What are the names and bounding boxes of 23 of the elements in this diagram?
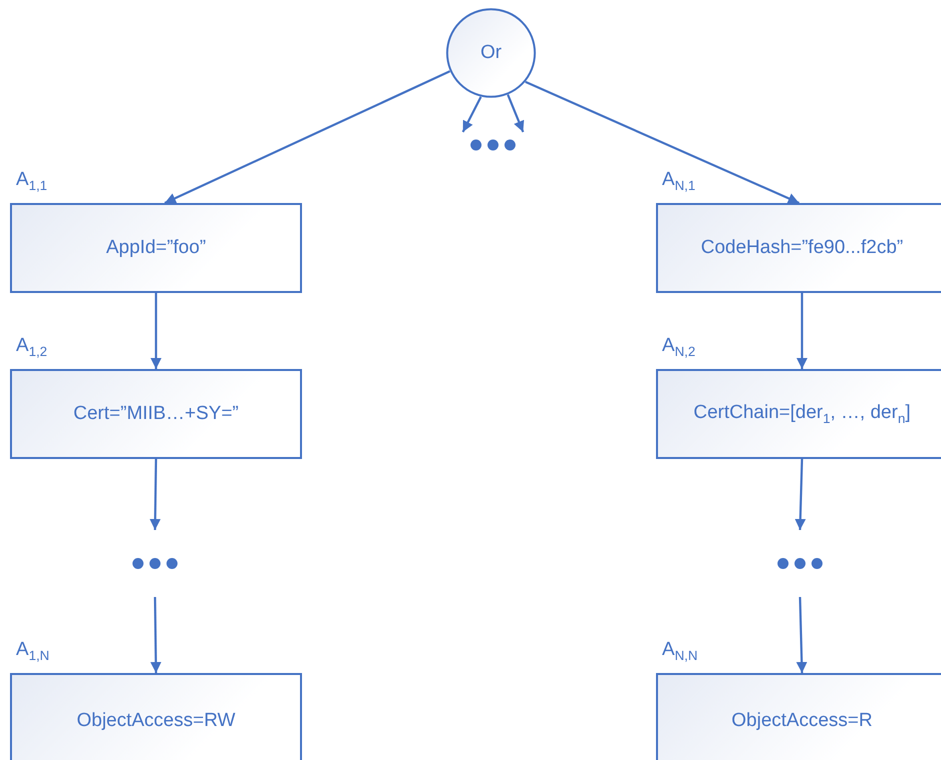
- node-label: A$_{1,N}$: [16, 639, 50, 663]
- arrow: [796, 596, 808, 674]
- node-label: A$_{N,1}$: [662, 169, 696, 193]
- arrow: [796, 293, 808, 369]
- arrow: [150, 293, 162, 369]
- arrow: [164, 70, 450, 204]
- node-text: Or: [479, 42, 503, 64]
- arrow: [150, 458, 161, 530]
- arrow: [525, 80, 800, 204]
- arrow: [794, 458, 806, 530]
- node-text: AppId=”foo”: [105, 237, 207, 259]
- node-label: A$_{N,N}$: [662, 639, 698, 663]
- arrow: [150, 596, 162, 674]
- node-label: A$_{N,2}$: [662, 335, 696, 359]
- node-label: A$_{1,2}$: [16, 335, 48, 359]
- node-text: CodeHash=”fe90...f2cb”: [700, 237, 904, 259]
- arrow: [506, 94, 524, 132]
- node-text: ObjectAccess=R: [730, 710, 874, 732]
- arrow: [462, 96, 482, 132]
- node-text: Cert=”MIIB…+SY=”: [72, 403, 240, 425]
- node-label: A$_{1,1}$: [16, 169, 48, 193]
- node-text: CertChain=[der$_{1}$, …, der$_{n}$]: [692, 402, 912, 426]
- node-text: ObjectAccess=RW: [76, 710, 236, 732]
